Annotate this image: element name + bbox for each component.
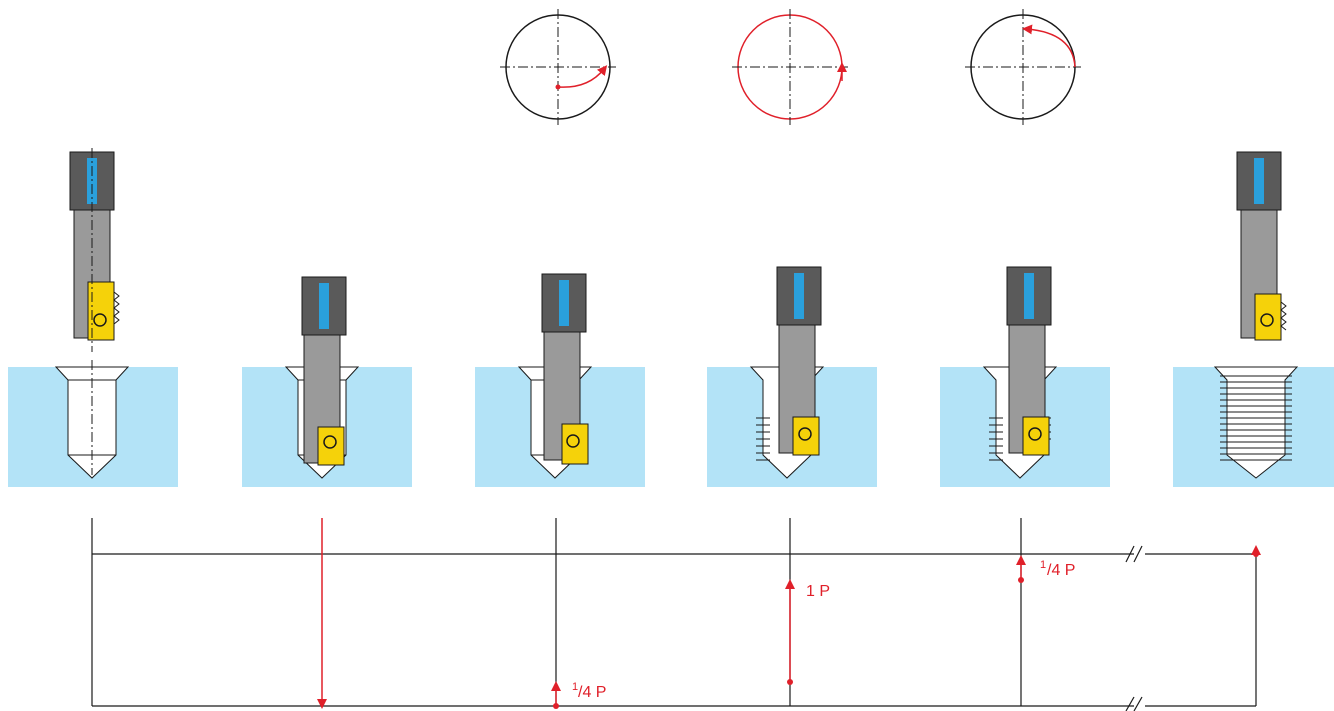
svg-text:/4 P: /4 P [578, 684, 606, 701]
motion-path-diagram [91, 518, 1257, 711]
svg-text:/4 P: /4 P [1047, 562, 1075, 579]
tool-3 [541, 273, 589, 465]
tool-6 [1236, 151, 1287, 341]
workpiece-1 [8, 360, 178, 487]
label-quarter-pitch-bottom: 1 /4 P [572, 681, 606, 701]
tool-4 [776, 266, 822, 456]
circle-diagram-arc-in [500, 9, 616, 125]
circle-diagram-arc-out [965, 9, 1081, 125]
svg-text:1: 1 [1040, 559, 1046, 571]
svg-text:1 P: 1 P [806, 583, 830, 600]
circle-diagram-full-circle [732, 9, 848, 125]
svg-text:1: 1 [572, 681, 578, 693]
workpiece-6 [1173, 366, 1334, 487]
tool-1 [69, 148, 120, 352]
red-motion-arrows [317, 518, 1261, 709]
tool-5 [1006, 266, 1052, 456]
tool-2 [301, 276, 347, 466]
label-one-pitch: 1 P [806, 583, 830, 600]
label-quarter-pitch-top: 1 /4 P [1040, 559, 1075, 579]
